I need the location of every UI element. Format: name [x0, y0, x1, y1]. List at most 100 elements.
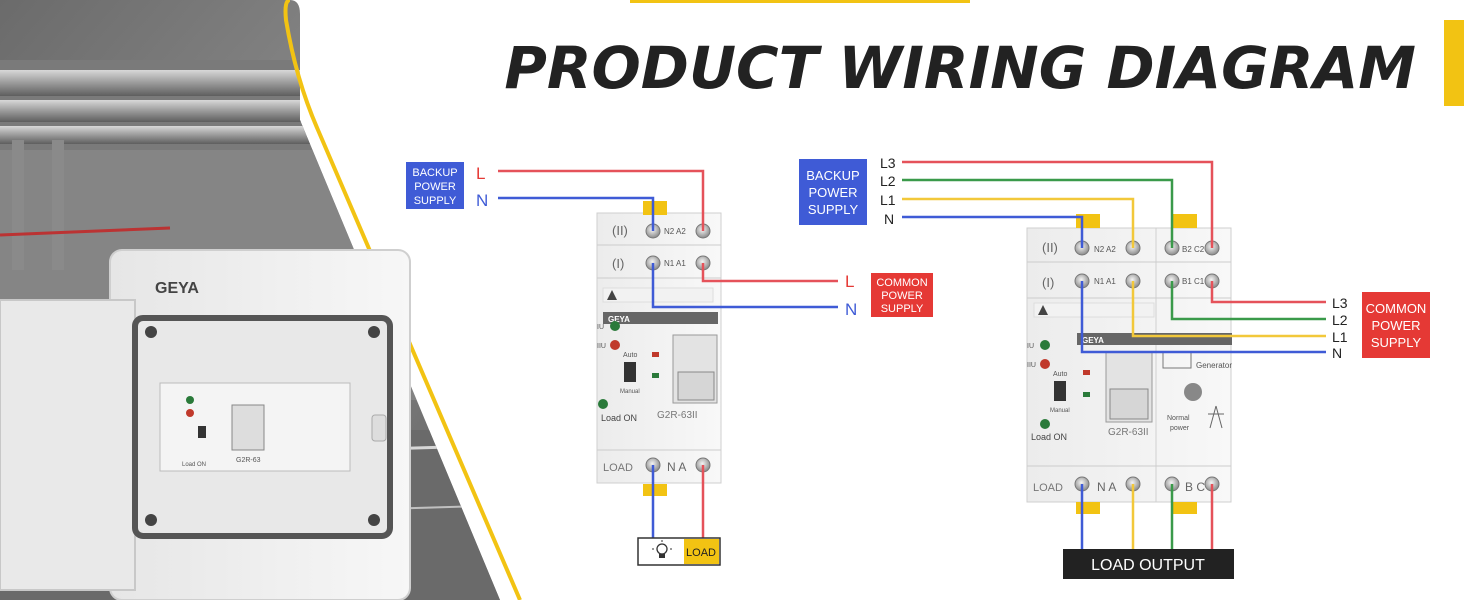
load-on-led-icon [1040, 419, 1050, 429]
mode-switch-icon [198, 426, 206, 438]
warning-icon [607, 290, 617, 300]
terminals-top-right: B2 C2 [1182, 245, 1205, 254]
load-output-box [1063, 549, 1234, 579]
page-title: PRODUCT WIRING DIAGRAM [504, 34, 1416, 102]
wire-common-L [701, 263, 838, 283]
backup-label-line: BACKUP [412, 167, 457, 179]
terminals-mid-right: B1 C1 [1182, 277, 1205, 286]
enclosure-door [0, 299, 136, 591]
screw-icon [145, 514, 157, 526]
load-on-label: Load ON [601, 413, 637, 423]
bulb-icon [652, 540, 672, 558]
led-icon [186, 409, 194, 417]
common-label-box [871, 273, 933, 317]
mode-auto-label: Auto [1053, 371, 1068, 378]
backup-N-label: N [884, 211, 894, 227]
wire-backup-N [498, 196, 655, 231]
common-label-line: SUPPLY [1371, 335, 1422, 350]
enclosure-box: GEYA G2R-63 Load ON [0, 249, 411, 600]
load-terminals-right: B C [1185, 480, 1205, 494]
wire-common-N [651, 263, 838, 309]
common-N-label: N [845, 300, 857, 319]
status-red-icon [652, 352, 659, 357]
mode-manual-label: Manual [1050, 408, 1070, 414]
common-label-line: SUPPLY [881, 303, 924, 315]
top-accent-line [630, 0, 970, 3]
load-row-label: LOAD [1033, 482, 1063, 494]
indicator-label: IIU [1027, 362, 1036, 369]
diagram-2-pole: BACKUP POWER SUPPLY L N (II) (I) N2 A2 N… [406, 162, 933, 566]
backup-label-line: POWER [414, 181, 456, 193]
transfer-icon [1184, 383, 1202, 401]
din-clip [1076, 502, 1100, 514]
terminals-mid: N1 A1 [664, 259, 686, 268]
status-green-icon [652, 373, 659, 378]
accent-curve [283, 0, 522, 600]
wire-backup-L1 [902, 197, 1135, 248]
load-box-fill [684, 539, 719, 564]
common-label-line: COMMON [876, 277, 927, 289]
mode-manual-label: Manual [620, 389, 640, 395]
model-label: G2R-63II [657, 410, 698, 421]
latch [371, 414, 387, 442]
led-icon [186, 396, 194, 404]
wire-backup-L2 [902, 178, 1174, 248]
backup-label-line: POWER [808, 185, 857, 200]
common-L-label: L [845, 272, 854, 291]
wire-backup-L [498, 169, 705, 231]
led-red-icon [1040, 359, 1050, 369]
common-L1-label: L1 [1332, 329, 1348, 345]
normal-power-label: Normal [1167, 415, 1190, 422]
indicator-label: IIU [597, 343, 606, 350]
backup-label-line: SUPPLY [808, 202, 859, 217]
wire-common-L1 [1131, 281, 1326, 338]
diagram-4-pole: BACKUP POWER SUPPLY L3 L2 L1 N (II) (I) … [799, 155, 1430, 579]
wire-backup-L3 [902, 160, 1214, 248]
wire-common-N [1080, 281, 1326, 354]
load-on-led-icon [598, 399, 608, 409]
status-green-icon [1083, 392, 1090, 397]
common-L2-label: L2 [1332, 312, 1348, 328]
load-terminals-left: N A [1097, 480, 1116, 494]
device-brand: GEYA [1082, 336, 1104, 345]
din-clip [643, 201, 667, 215]
wire-common-L3 [1210, 281, 1326, 304]
led-red-icon [610, 340, 620, 350]
screw-icon [368, 326, 380, 338]
load-output-label: LOAD OUTPUT [1091, 557, 1205, 574]
backup-L2-label: L2 [880, 173, 896, 189]
photo-load-on: Load ON [182, 462, 206, 468]
row-I-label: (I) [612, 256, 624, 271]
load-row-label: LOAD [603, 462, 633, 474]
terminals-mid-left: N1 A1 [1094, 277, 1116, 286]
warning-icon [1038, 305, 1048, 315]
common-label-line: POWER [881, 290, 923, 302]
operating-handle [1109, 388, 1149, 420]
photo-handle [231, 404, 265, 451]
indicator-label: IU [1027, 343, 1034, 350]
note-strip [1033, 302, 1155, 318]
brand-strip [603, 312, 718, 324]
load-box-label: LOAD [686, 547, 716, 559]
din-clip [1173, 502, 1197, 514]
row-I-label: (I) [1042, 275, 1054, 290]
backup-L1-label: L1 [880, 192, 896, 208]
led-green-icon [610, 321, 620, 331]
load-terminals: N A [667, 460, 686, 474]
pylon-icon [1208, 405, 1224, 429]
mode-switch-icon [1054, 381, 1066, 401]
backup-L3-label: L3 [880, 155, 896, 171]
row-II-label: (II) [612, 223, 628, 238]
device-brand: GEYA [608, 315, 630, 324]
common-N-label: N [1332, 345, 1342, 361]
mode-switch-icon [624, 362, 636, 382]
mode-auto-label: Auto [623, 352, 638, 359]
operating-handle [677, 371, 715, 401]
wire-common-L2 [1170, 281, 1326, 321]
din-clip [643, 484, 667, 496]
backup-N-label: N [476, 191, 488, 210]
backup-label-line: SUPPLY [414, 195, 457, 207]
screw-icon [368, 514, 380, 526]
backup-L-label: L [476, 164, 485, 183]
title-accent-bar [1444, 20, 1464, 106]
